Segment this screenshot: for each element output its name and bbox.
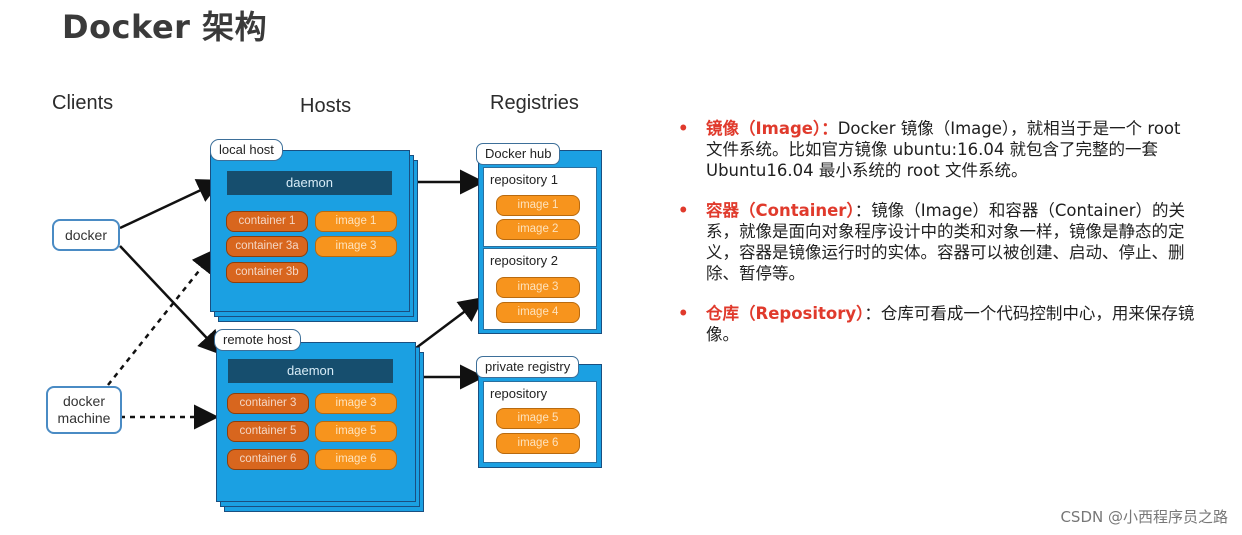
hub-repository-1: repository 1 image 1 image 2 xyxy=(483,167,597,247)
remote-container-5: container 5 xyxy=(227,421,309,442)
bullet-container: • 容器（Container）：镜像（Image）和容器（Container）的… xyxy=(678,200,1198,284)
hub-repository-2: repository 2 image 3 image 4 xyxy=(483,248,597,330)
term-image: 镜像（Image）： xyxy=(706,119,838,138)
repository-2-label: repository 2 xyxy=(490,253,558,268)
remote-daemon: daemon xyxy=(228,359,393,383)
hub-image-4: image 4 xyxy=(496,302,580,323)
docker-hub: repository 1 image 1 image 2 repository … xyxy=(478,150,602,334)
local-container-1: container 1 xyxy=(226,211,308,232)
explanation-list: • 镜像（Image）：Docker 镜像（Image），就相当于是一个 roo… xyxy=(678,118,1198,364)
remote-image-6: image 6 xyxy=(315,449,397,470)
arrow-docker-to-remote xyxy=(119,245,224,356)
private-image-5: image 5 xyxy=(496,408,580,429)
registries-heading: Registries xyxy=(490,92,579,114)
desc-image: Docker 镜像（Image），就相当于是一个 root 文件系统。比如官方镜… xyxy=(706,119,1181,180)
docker-hub-label: Docker hub xyxy=(476,143,561,165)
docker-machine-line1: docker xyxy=(62,393,106,409)
arrow-machine-to-local xyxy=(107,248,218,386)
page-title: Docker 架构 xyxy=(62,8,268,46)
desc-repository: ：仓库可看成一个代码控制中心，用来保存镜像。 xyxy=(706,304,1195,344)
private-repository-label: repository xyxy=(490,386,548,401)
term-container: 容器（Container） xyxy=(706,201,855,220)
remote-host-label: remote host xyxy=(214,329,301,351)
bullet-repository: • 仓库（Repository）：仓库可看成一个代码控制中心，用来保存镜像。 xyxy=(678,303,1198,345)
remote-container-3: container 3 xyxy=(227,393,309,414)
term-repository: 仓库（Repository） xyxy=(706,304,865,323)
bullet-dot: • xyxy=(678,201,689,220)
private-image-6: image 6 xyxy=(496,433,580,454)
arrow-docker-to-local xyxy=(119,179,223,230)
local-container-3b: container 3b xyxy=(226,262,308,283)
remote-image-3: image 3 xyxy=(315,393,397,414)
local-daemon: daemon xyxy=(227,171,392,195)
remote-host: daemon container 3 container 5 container… xyxy=(216,342,416,502)
local-container-3a: container 3a xyxy=(226,236,308,257)
private-registry-label: private registry xyxy=(476,356,580,378)
local-image-1: image 1 xyxy=(315,211,397,232)
docker-machine-line2: machine xyxy=(57,410,111,426)
docker-client: docker xyxy=(52,219,120,251)
bullet-image: • 镜像（Image）：Docker 镜像（Image），就相当于是一个 roo… xyxy=(678,118,1198,181)
remote-container-6: container 6 xyxy=(227,449,309,470)
docker-machine-client: docker machine xyxy=(46,386,122,434)
hub-image-2: image 2 xyxy=(496,219,580,240)
desc-container: ：镜像（Image）和容器（Container）的关系，就像是面向对象程序设计中… xyxy=(706,201,1186,283)
local-host: daemon container 1 container 3a containe… xyxy=(210,150,410,312)
private-registry: repository image 5 image 6 xyxy=(478,364,602,468)
hub-image-1: image 1 xyxy=(496,195,580,216)
hub-image-3: image 3 xyxy=(496,277,580,298)
remote-image-5: image 5 xyxy=(315,421,397,442)
watermark: CSDN @小西程序员之路 xyxy=(1060,508,1228,526)
bullet-dot: • xyxy=(678,304,689,323)
clients-heading: Clients xyxy=(52,92,114,114)
local-host-label: local host xyxy=(210,139,283,161)
private-repository: repository image 5 image 6 xyxy=(483,381,597,463)
local-image-3: image 3 xyxy=(315,236,397,257)
repository-1-label: repository 1 xyxy=(490,172,558,187)
hosts-heading: Hosts xyxy=(300,95,352,117)
bullet-dot: • xyxy=(678,119,689,138)
